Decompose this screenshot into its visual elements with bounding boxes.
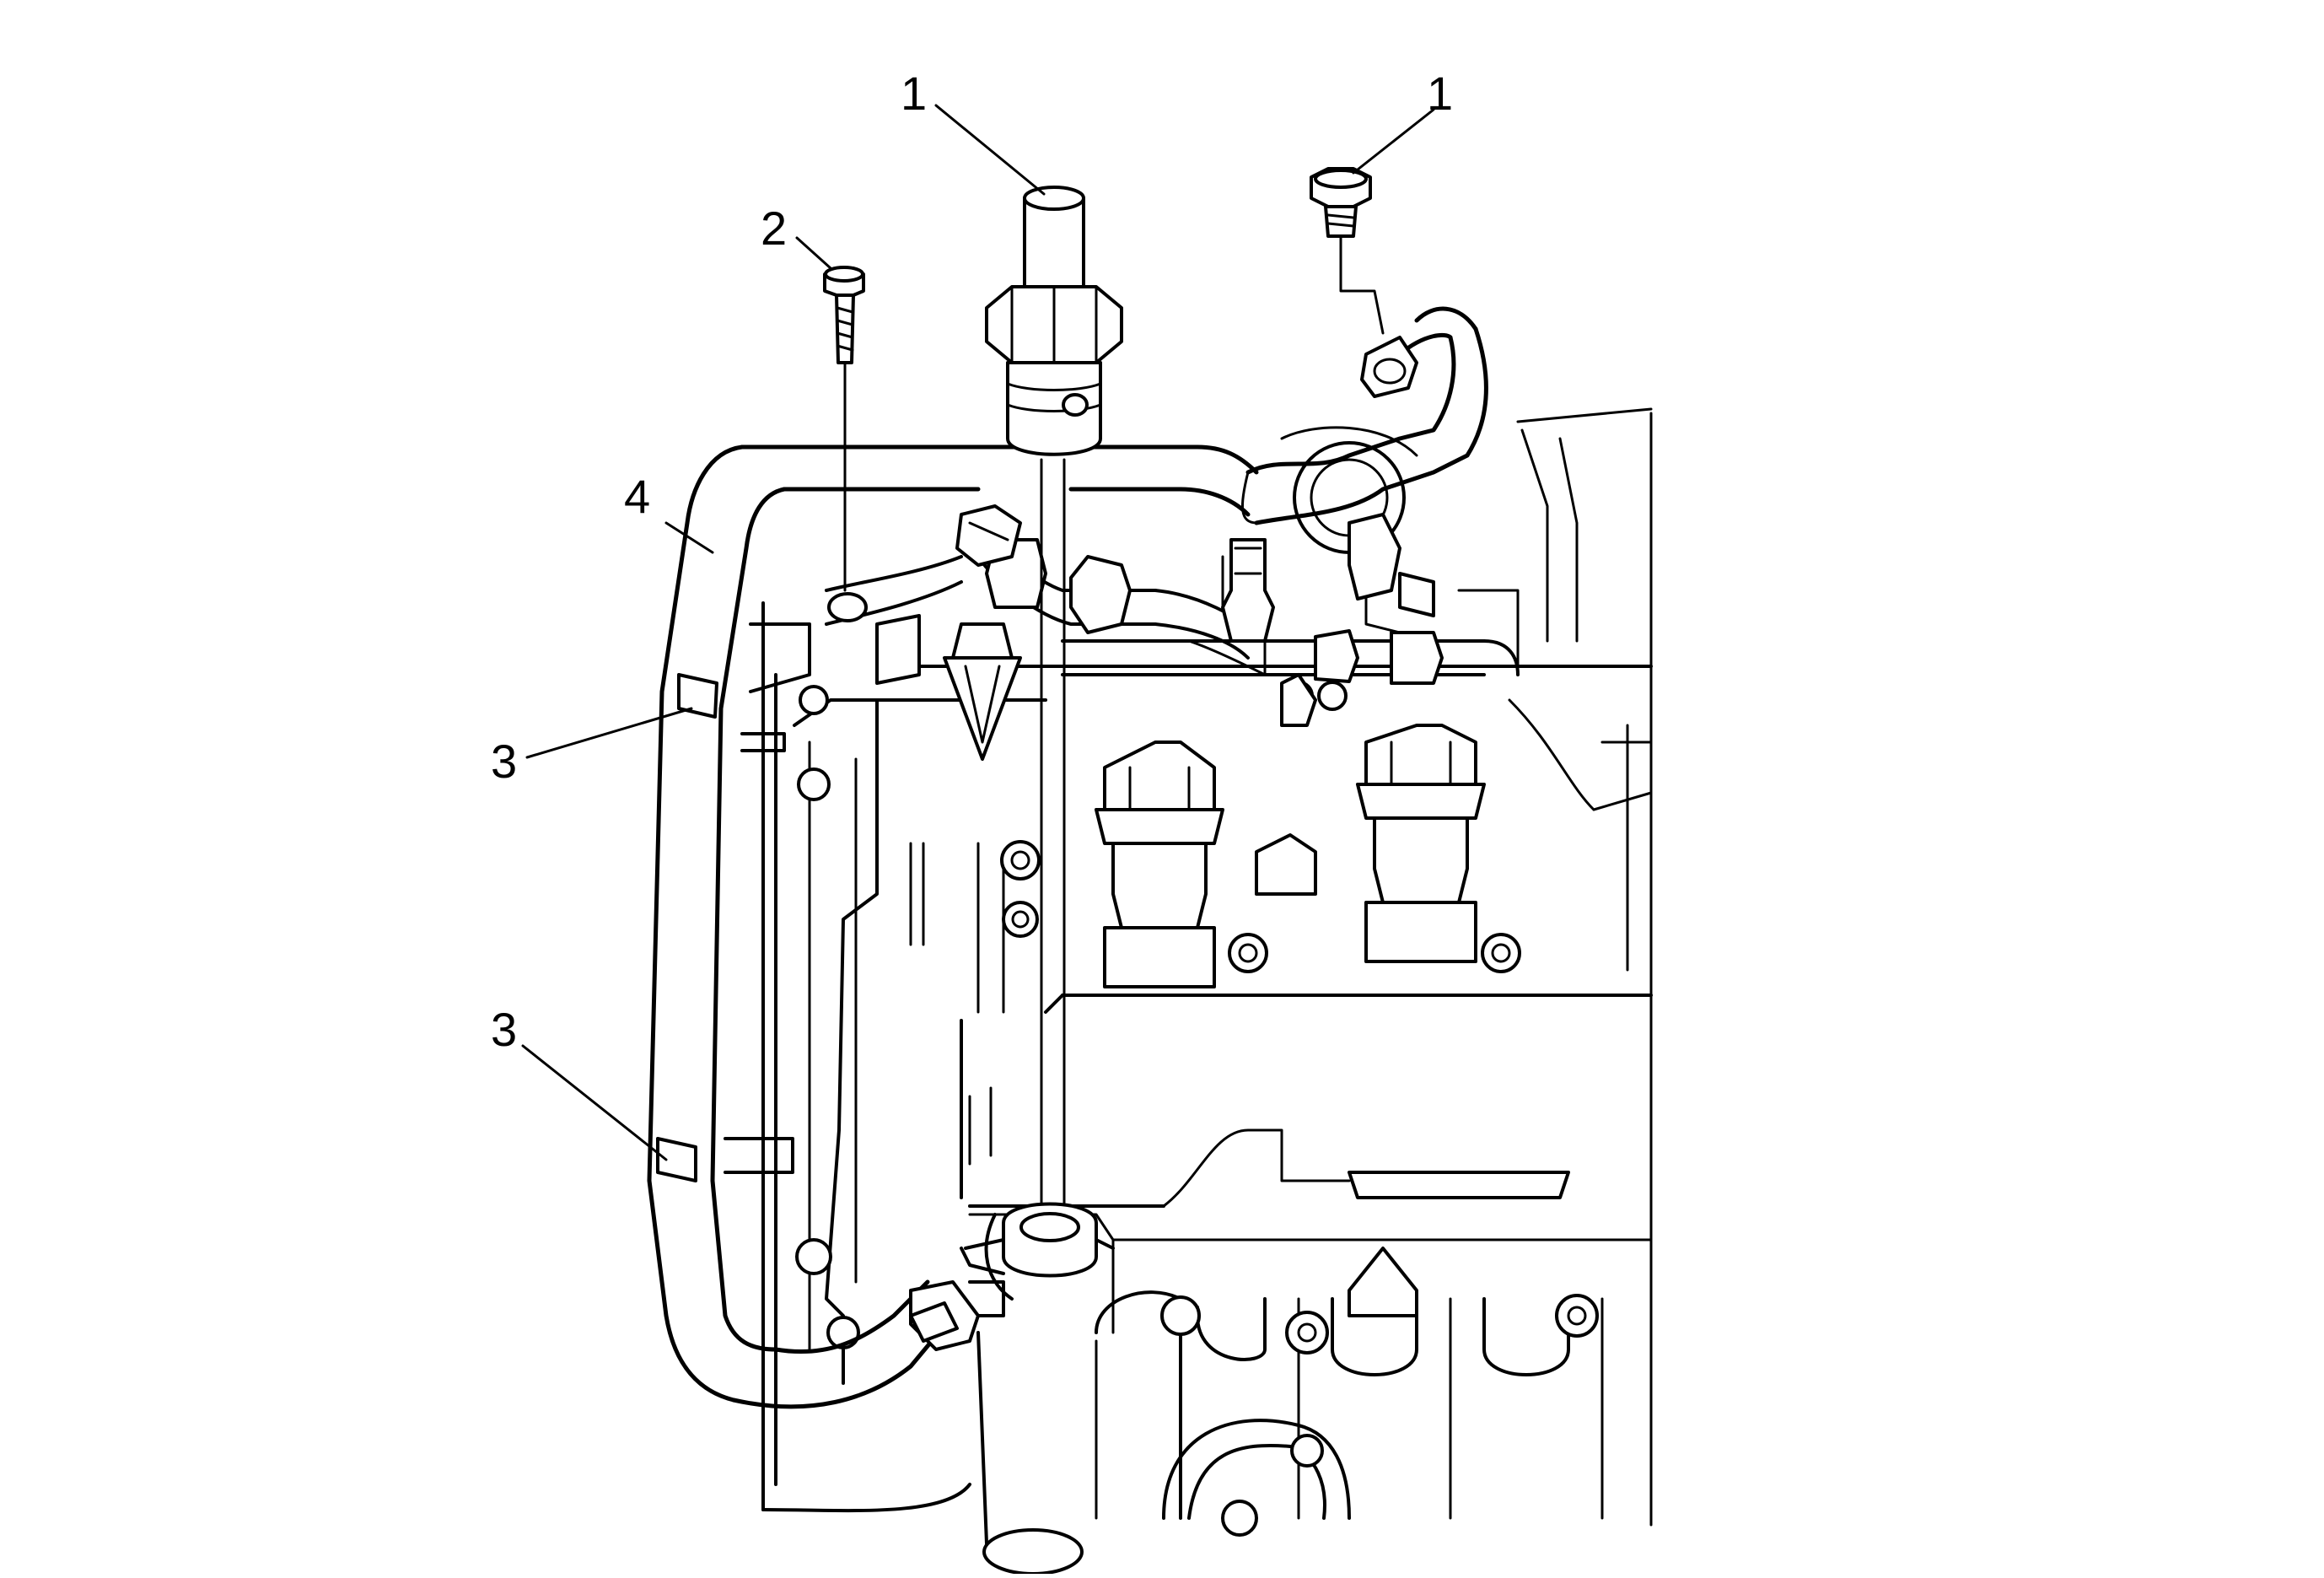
center-plug-fitting	[909, 186, 1123, 1351]
callout-3-lower: 3	[491, 1003, 517, 1056]
connector-harness	[825, 504, 1520, 761]
ignition-coil-1	[1095, 741, 1224, 988]
ignition-coil-2	[1356, 724, 1486, 963]
callout-2: 2	[761, 202, 787, 255]
callout-leaders	[521, 104, 1435, 1161]
upper-right-hose	[1240, 306, 1488, 525]
callout-3-upper: 3	[491, 735, 517, 788]
callout-1-center: 1	[901, 67, 927, 120]
callout-4: 4	[624, 470, 650, 523]
callout-labels: 1 1 2 3 3 4	[491, 67, 1453, 1056]
left-bolt	[823, 266, 865, 592]
vent-hose	[647, 444, 1259, 1409]
right-bolt	[1310, 167, 1385, 335]
callout-1-right: 1	[1427, 67, 1453, 120]
